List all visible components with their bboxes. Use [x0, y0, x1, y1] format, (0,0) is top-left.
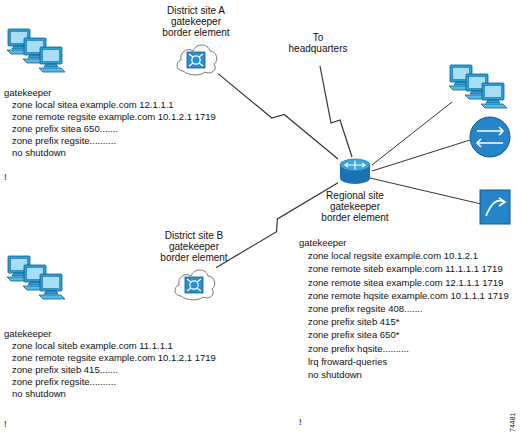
- node-label: Regional site gatekeeper border element: [320, 190, 390, 223]
- config-line: gatekeeper: [4, 87, 52, 98]
- config-line: lrq froward-queries: [308, 356, 387, 367]
- workstation-icon: [39, 274, 65, 299]
- workstation-icon: [481, 83, 507, 108]
- config-line: zone remote regsite example.com 10.1.2.1…: [12, 352, 216, 363]
- appliance-arrow: [486, 201, 504, 216]
- router-outline: [338, 156, 372, 186]
- config-line: zone prefix hqsite..........: [308, 343, 409, 354]
- config-line: zone local siteb example.com 11.1.1.1: [12, 340, 173, 351]
- router-top: [340, 159, 370, 171]
- gatekeeper-arrows: [187, 279, 201, 291]
- config-line: zone prefix siteb 415*: [308, 316, 399, 327]
- config-line: zone remote sitea example.com 12.1.1.1 1…: [308, 277, 503, 288]
- config-line: zone prefix regsite 408.......: [308, 303, 423, 314]
- node-label: District site A gatekeeper border elemen…: [160, 5, 232, 38]
- gatekeeper-ring: [192, 56, 200, 64]
- gatekeeper-node: District site B gatekeeper border elemen…: [172, 265, 216, 301]
- workstation-icon: [39, 47, 65, 72]
- config-line: !: [4, 171, 7, 182]
- config-line: zone prefix regsite..........: [12, 376, 116, 387]
- cloud-shape: [177, 45, 217, 75]
- cloud-outline: [174, 40, 218, 76]
- config-line: zone prefix sitea 650.......: [12, 123, 118, 134]
- wan-link: [320, 66, 352, 157]
- appliance-body: [480, 190, 510, 224]
- config-line: !: [299, 416, 302, 427]
- gatekeeper-arrows: [189, 54, 203, 66]
- config-line: !: [4, 418, 7, 429]
- destination-label: To headquarters: [285, 32, 351, 54]
- config-line: zone prefix siteb 415.......: [12, 364, 118, 375]
- figure-number: 74481: [509, 413, 517, 432]
- config-line: no shutdown: [308, 369, 362, 380]
- workstation-stack: [7, 29, 65, 72]
- workstation-stack: [7, 256, 65, 299]
- config-line: gatekeeper: [4, 328, 52, 339]
- switch-body: [470, 117, 510, 157]
- cloud-outline: [172, 265, 216, 301]
- switch-arrows: [477, 127, 503, 147]
- gatekeeper-icon: [185, 277, 203, 293]
- workstation-stack: [449, 65, 507, 108]
- config-line: zone prefix sitea 650*: [308, 329, 399, 340]
- cloud-shape: [175, 270, 215, 300]
- config-line: gatekeeper: [299, 237, 347, 248]
- wan-link: [218, 74, 338, 159]
- network-appliance-icon: [480, 190, 510, 224]
- config-line: zone remote siteb example.com 11.1.1.1 1…: [308, 263, 503, 274]
- router-node: Regional site gatekeeper border element: [338, 156, 372, 186]
- config-line: no shutdown: [12, 147, 66, 158]
- gatekeeper-ring: [190, 281, 198, 289]
- gatekeeper-icon: [187, 52, 205, 68]
- lan-link: [372, 102, 452, 165]
- lan-link: [372, 140, 470, 171]
- config-line: zone prefix regsite..........: [12, 135, 116, 146]
- lan-link: [370, 178, 481, 204]
- config-line: zone remote regsite example.com 10.1.2.1…: [12, 111, 216, 122]
- config-line: zone remote hqsite example.com 10.1.1.1 …: [308, 290, 509, 301]
- switch-icon: [470, 117, 510, 157]
- node-label: District site B gatekeeper border elemen…: [158, 230, 230, 263]
- router-arrows: [345, 161, 365, 170]
- gatekeeper-node: District site A gatekeeper border elemen…: [174, 40, 218, 76]
- appliance-arrow-head: [499, 198, 505, 206]
- config-line: zone local regsite example.com 10.1.2.1: [308, 250, 478, 261]
- config-line: no shutdown: [12, 388, 66, 399]
- config-line: zone local sitea example.com 12.1.1.1: [12, 99, 174, 110]
